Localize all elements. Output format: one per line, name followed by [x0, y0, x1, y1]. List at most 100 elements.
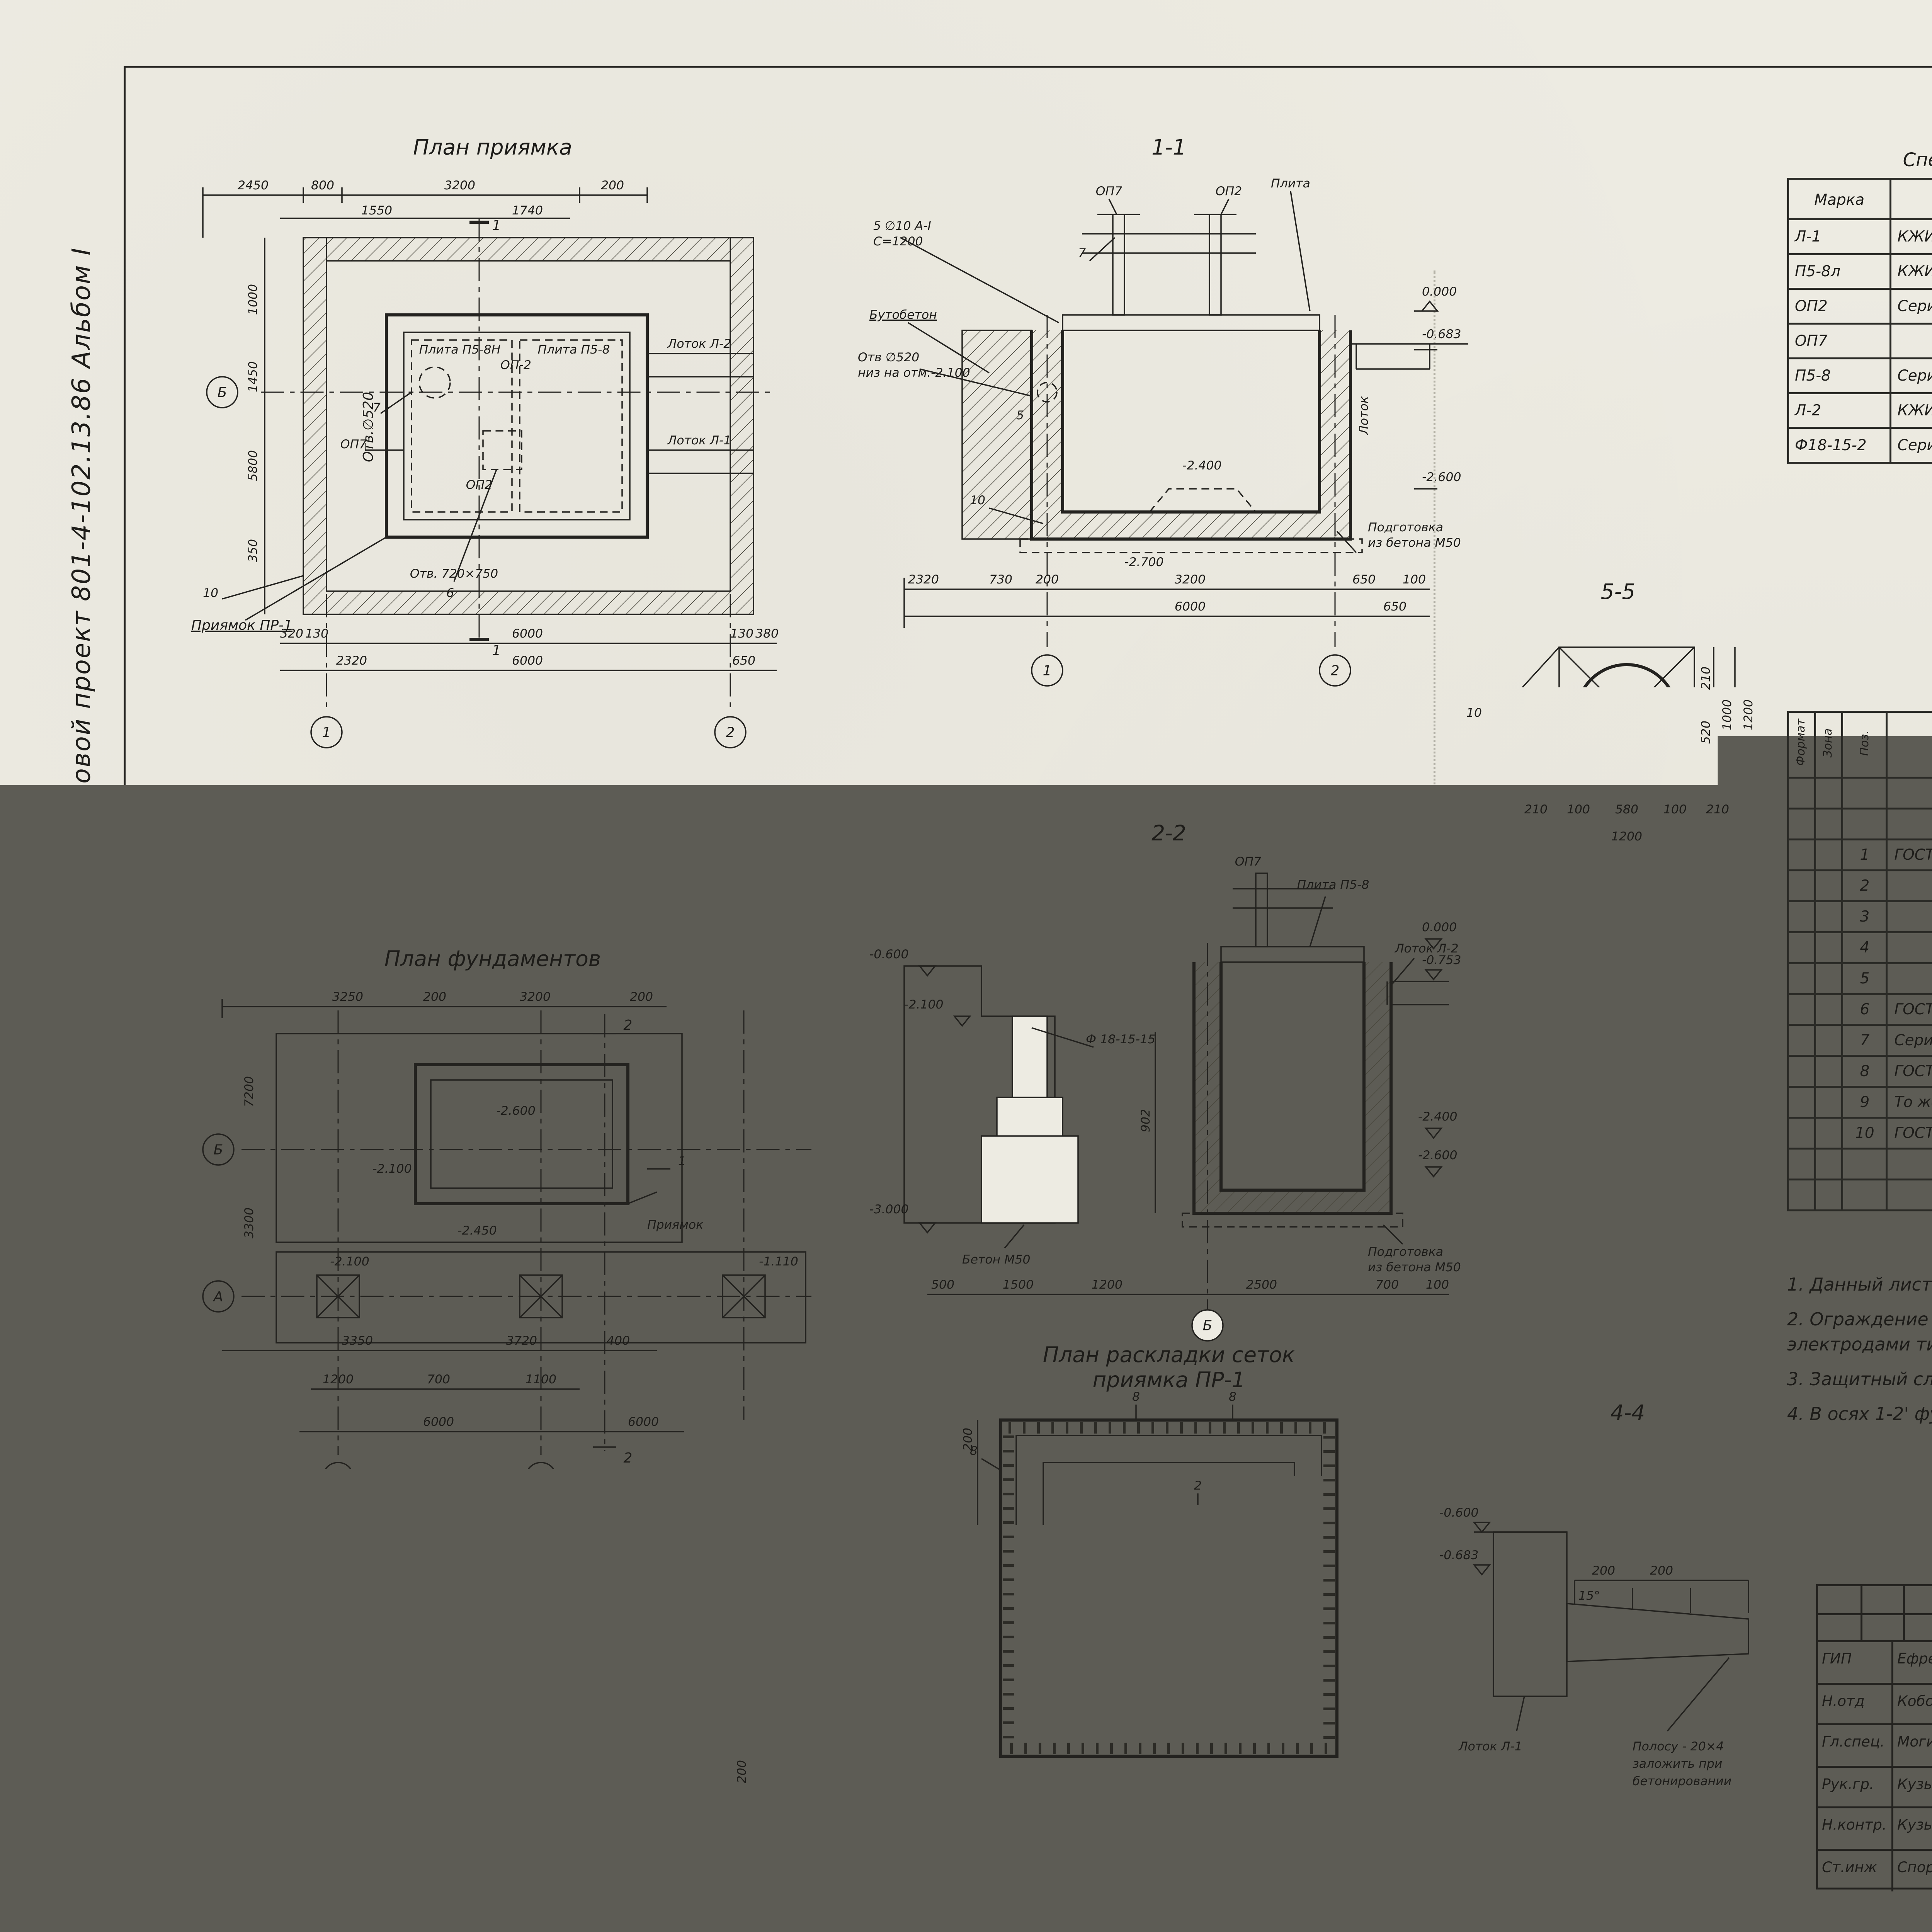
dim-label: 3720 — [506, 1334, 537, 1348]
dim-label: 210 — [1699, 667, 1713, 690]
section-1-1-drawing: 5 ∅10 А-I С=1200 Бутобетон Отв ∅520 низ … — [850, 160, 1488, 721]
pos-label: 4 — [1209, 1544, 1217, 1558]
figure-section-4-4: 4-4 -0.600 -0.683 200 200 15° Лоток Л-1 … — [1439, 1401, 1816, 1832]
pos-label: 8 — [1233, 1653, 1240, 1667]
table-row: 5〃—〃— С 8АI-300/8АI-200 2870×3570261.2 к… — [1788, 963, 1932, 994]
table-row: ОП7ОГЛмг3б-10.30147,3 — [1788, 324, 1932, 359]
title-block: 801-4-102.13.86 АС Телятник на 500 голов… — [1816, 1584, 1932, 1889]
note-label: заложить при — [1633, 1757, 1722, 1771]
dim-label: 2450 — [238, 179, 269, 192]
figure-subtitle: приямка ПР-1 — [908, 1368, 1430, 1393]
rebar-label: С=1200 — [873, 235, 923, 248]
dim-label: 3200 — [468, 1819, 498, 1833]
part-label: Ф 18-15-15 — [1086, 1032, 1155, 1046]
table-row: Бетон М-2007.6м³ — [1788, 1180, 1932, 1211]
cut-label: 1 — [492, 218, 501, 233]
margin-vertical-title: Типовой проект 801-4-102.13.86 Альбом I — [50, 116, 116, 966]
elevation-label: -2.100 — [904, 998, 944, 1012]
dim-label: 3200 — [444, 179, 475, 192]
figure-title: План раскладки сеток — [908, 1343, 1430, 1368]
opening-label: Отв ∅520 — [858, 350, 919, 364]
pos-label: 8 — [216, 1662, 224, 1676]
section-3-3-drawing: 3 4 8 3 4 8 9 5 200 3200 200 200 — [193, 1542, 773, 1870]
part-label: Плита П5-8 — [1297, 878, 1369, 892]
pos-label: 7 — [1078, 246, 1086, 260]
cut-label: 3 — [1391, 1582, 1400, 1597]
material-label: Бетон М50 — [962, 1253, 1030, 1267]
elevation-label: -2.700 — [1124, 555, 1164, 569]
part-label: ОП2 — [466, 478, 493, 492]
sig-role: Н.отд — [1822, 1692, 1865, 1710]
figure-title: 1-1 — [850, 135, 1488, 160]
figure-plan-fundamentov: План фундаментов 3250 200 3200 200 3350 … — [164, 947, 821, 1513]
pos-label: 3 — [719, 1573, 726, 1587]
table-row: Л-1КЖИ Л-1Лоток Л-111030 — [1788, 219, 1932, 254]
axis-label: 2 — [1331, 663, 1340, 679]
material-label: из бетона М50 — [1368, 536, 1461, 550]
section-5-5-drawing: 210 520 1000 1200 210 100 580 100 210 12… — [1459, 605, 1777, 933]
figure-title: 2-2 — [869, 821, 1468, 846]
table-row: Л-2КЖИ Л-2Лоток Л-211030 — [1788, 393, 1932, 428]
sig-name: Могилов — [1897, 1733, 1932, 1750]
pos-label: 10 — [203, 586, 218, 600]
axis-label: 2 — [726, 725, 735, 741]
elevation-label: -0.600 — [1439, 1506, 1479, 1520]
dim-label: 200 — [601, 179, 624, 192]
table-row: ОП2Серия 1.450.3-3 вып 2Ограждение ОГЛмг… — [1788, 289, 1932, 324]
material-label: Бутобетон — [869, 308, 937, 322]
material-label: Подготовка — [1368, 1245, 1443, 1259]
dim-label: 6000 — [423, 1415, 454, 1429]
dim-label: 210 — [1706, 803, 1729, 816]
margin-box-mto: МТО — [46, 1155, 120, 1310]
dim-label: 6000 — [512, 654, 543, 668]
dim-label: 5800 — [246, 450, 260, 481]
dim-label: 1200 — [1742, 699, 1755, 730]
pos-label: 8 — [1132, 1390, 1140, 1404]
dim-label: 210 — [1524, 803, 1548, 816]
axis-label: 1 — [322, 725, 331, 741]
note-label: Полосу - 20×4 — [1633, 1740, 1724, 1753]
dim-label: 3300 — [242, 1208, 256, 1238]
dim-label: 1200 — [323, 1372, 354, 1386]
sig-name: Кузьменко — [1897, 1816, 1932, 1833]
material-label: из бетона М50 — [1368, 1260, 1461, 1274]
part-label: Лоток Л-2 — [667, 337, 731, 351]
parts-table: Формат Зона Поз. Обозначение Наименовани… — [1787, 711, 1932, 1211]
sig-name: Ефремов — [1897, 1650, 1932, 1667]
note-item: 3. Защитный слой бетона для рабочей арма… — [1787, 1369, 1932, 1394]
part-label: Лоток Л-1 — [1458, 1740, 1522, 1753]
margin-box-vzam: Взам.инв.№ — [46, 1310, 120, 1488]
note-item: 1. Данный лист см. совместно с листами А… — [1787, 1275, 1932, 1300]
table-row: 9То же∅10 А-I в=200520.12 кг — [1788, 1087, 1932, 1118]
dim-label: 130 — [730, 627, 753, 641]
pos-label: 1 — [678, 1154, 686, 1168]
dim-label: 130 — [305, 627, 328, 641]
pos-label: 3 — [1364, 1521, 1372, 1535]
dim-label: 1000 — [1720, 699, 1734, 730]
plan-setok-drawing: 8 8 8 2 9 4 9 2 8 1 5 3 3 3 200 2800 200… — [908, 1393, 1430, 1876]
dim-label: 200 — [961, 1428, 975, 1451]
section-2-2-drawing: -0.600 -2.100 -3.000 0.000 -0.753 -2.400… — [869, 846, 1468, 1329]
dim-label: 380 — [755, 627, 779, 641]
pos-label: 1 — [1146, 1792, 1153, 1806]
sig-role: ГИП — [1822, 1650, 1852, 1667]
pos-label: 9 — [479, 1701, 487, 1715]
figure-plan-setok: План раскладки сеток приямка ПР-1 8 8 8 … — [908, 1343, 1430, 1876]
dim-label: 1740 — [512, 204, 543, 218]
table-group-row: Материалы — [1788, 1149, 1932, 1180]
dim-label: 200 — [735, 1760, 749, 1783]
table-row: П5-8Серия 3.006.2-2/82 вып.1Плита П5-814… — [1788, 359, 1932, 393]
dim-label: 2320 — [336, 654, 367, 668]
table-row: 2〃—〃— С 8АI-300/8АI-200 2570×3570231.5 к… — [1788, 871, 1932, 901]
dim-label: 100 — [1426, 1278, 1449, 1292]
dim-label: 1000 — [246, 284, 260, 315]
elevation-label: -1.110 — [759, 1255, 798, 1269]
axis-label: 2 — [537, 1471, 546, 1486]
dim-label: 200 — [423, 990, 446, 1004]
dim-label: 200 — [1345, 1846, 1368, 1860]
dim-label: 3200 — [1153, 1846, 1184, 1860]
pos-label: 3 — [240, 1573, 247, 1587]
part-label: Плита — [1271, 177, 1310, 190]
spec-table-title: Спецификация элементов, замаркированных … — [1787, 151, 1932, 172]
